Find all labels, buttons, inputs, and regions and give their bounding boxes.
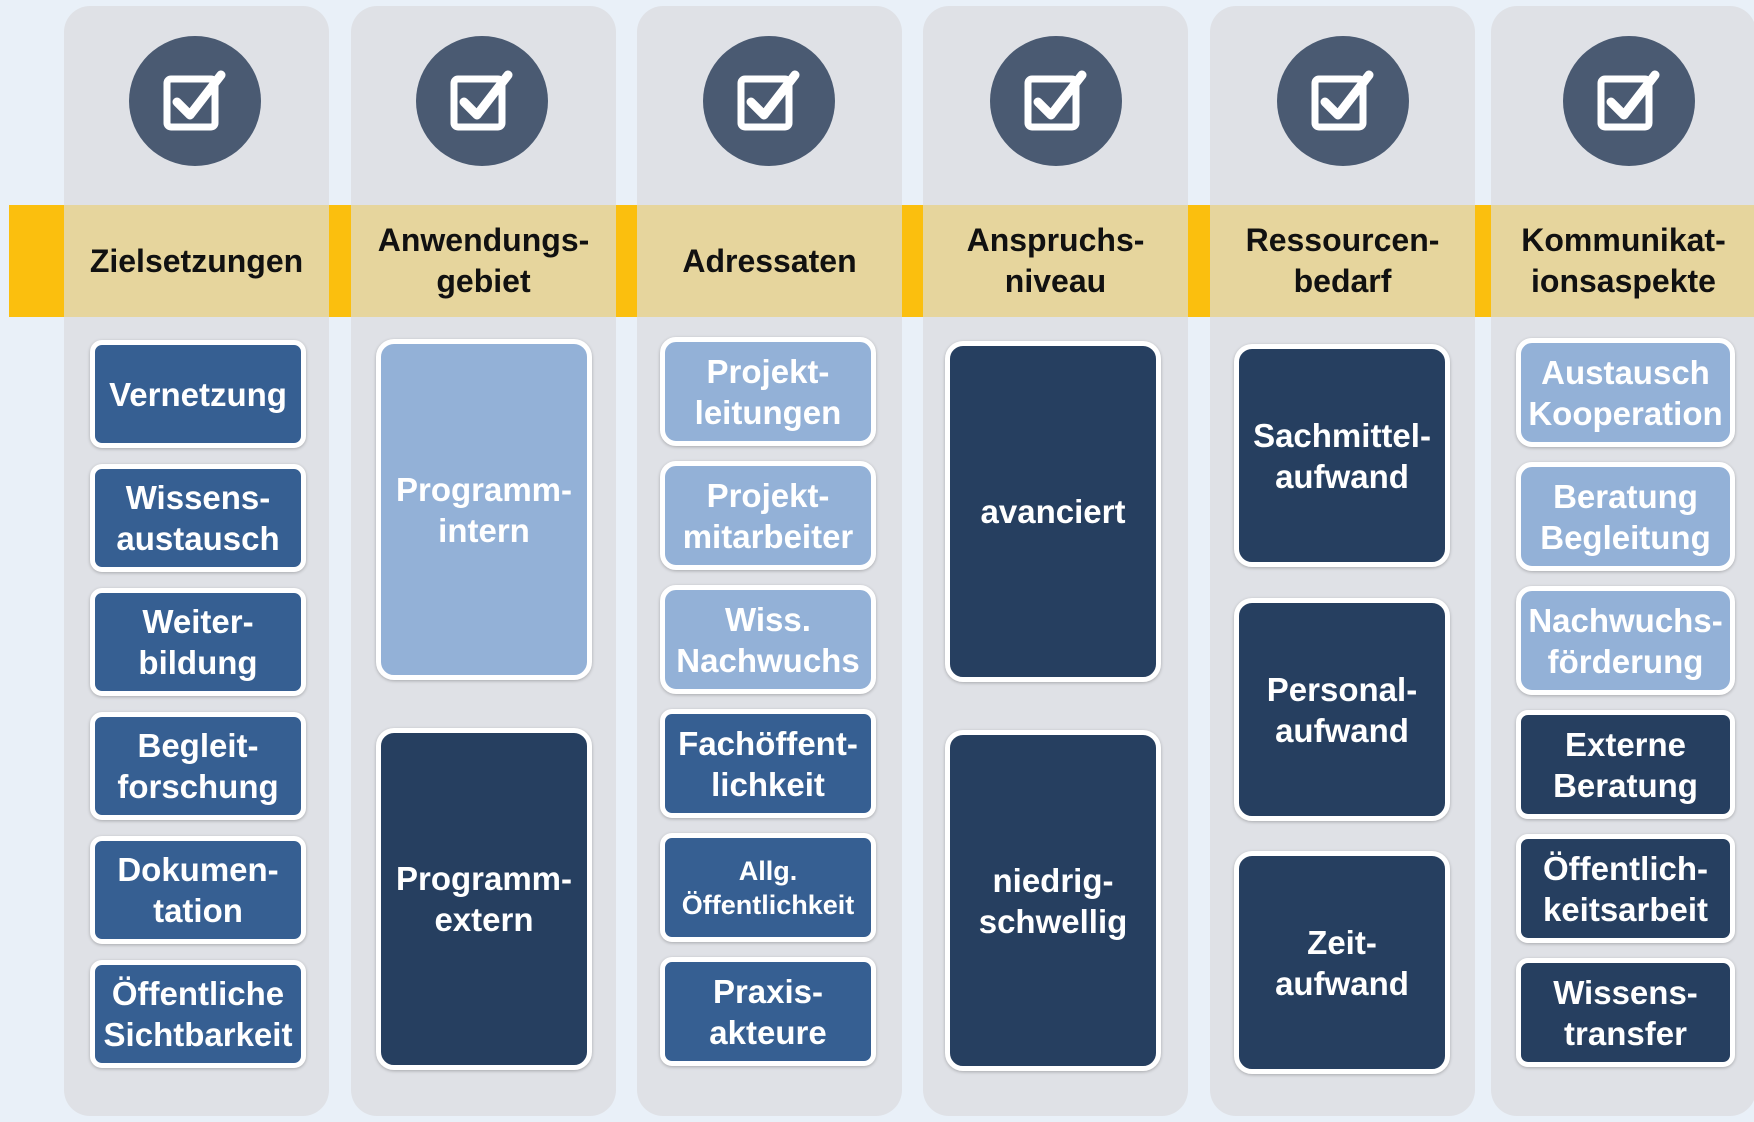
checkbox-icon <box>129 36 261 166</box>
item-beratung-begleitung: Beratung Begleitung <box>1516 462 1735 571</box>
item-oeffentliche-sichtbarkeit: Öffentliche Sichtbarkeit <box>90 960 306 1068</box>
item-weiterbildung: Weiter- bildung <box>90 588 306 696</box>
item-sachmittelaufwand: Sachmittel- aufwand <box>1234 344 1450 567</box>
item-wiss-nachwuchs: Wiss. Nachwuchs <box>660 585 876 694</box>
item-dokumentation: Dokumen- tation <box>90 836 306 944</box>
item-austausch-kooperation: Austausch Kooperation <box>1516 338 1735 447</box>
item-praxisakteure: Praxis- akteure <box>660 957 876 1066</box>
checkbox-icon <box>990 36 1122 166</box>
item-wissenstransfer: Wissens- transfer <box>1516 958 1735 1067</box>
item-niedrigschwellig: niedrig- schwellig <box>945 730 1161 1071</box>
item-vernetzung: Vernetzung <box>90 340 306 448</box>
checkbox-icon <box>1277 36 1409 166</box>
item-personalaufwand: Personal- aufwand <box>1234 598 1450 821</box>
header-anwendungsgebiet: Anwendungs- gebiet <box>351 205 616 317</box>
item-begleitforschung: Begleit- forschung <box>90 712 306 820</box>
item-fachoeffentlichkeit: Fachöffent- lichkeit <box>660 709 876 818</box>
item-programm-intern: Programm- intern <box>376 339 592 680</box>
header-ressourcenbedarf: Ressourcen- bedarf <box>1210 205 1475 317</box>
item-avanciert: avanciert <box>945 341 1161 682</box>
item-nachwuchsfoerderung: Nachwuchs- förderung <box>1516 586 1735 695</box>
checkbox-icon <box>416 36 548 166</box>
item-externe-beratung: Externe Beratung <box>1516 710 1735 819</box>
item-projektmitarbeiter: Projekt- mitarbeiter <box>660 461 876 570</box>
checkbox-icon <box>703 36 835 166</box>
header-adressaten: Adressaten <box>637 205 902 317</box>
item-projektleitungen: Projekt- leitungen <box>660 337 876 446</box>
header-anspruchsniveau: Anspruchs- niveau <box>923 205 1188 317</box>
header-zielsetzungen: Zielsetzungen <box>64 205 329 317</box>
item-wissensaustausch: Wissens- austausch <box>90 464 306 572</box>
item-allg-oeffentlichkeit: Allg. Öffentlichkeit <box>660 833 876 942</box>
header-kommunikationsaspekte: Kommunikat- ionsaspekte <box>1491 205 1754 317</box>
checkbox-icon <box>1563 36 1695 166</box>
item-zeitaufwand: Zeit- aufwand <box>1234 851 1450 1074</box>
item-oeffentlichkeitsarbeit: Öffentlich- keitsarbeit <box>1516 834 1735 943</box>
item-programm-extern: Programm- extern <box>376 728 592 1070</box>
